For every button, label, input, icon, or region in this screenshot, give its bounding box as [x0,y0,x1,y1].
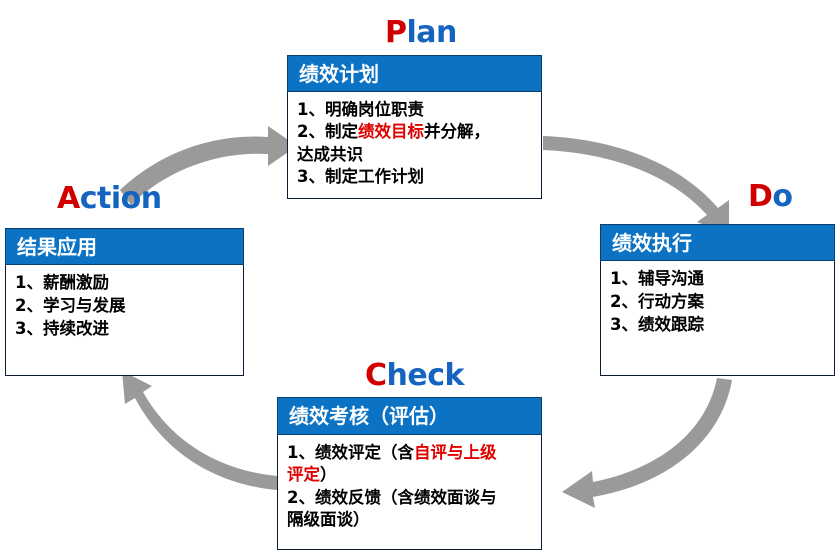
stage-box-item: 1、绩效评定（含自评与上级 [287,442,535,463]
stage-label-check-rest: heck [386,358,465,393]
stage-box-item: 1、薪酬激励 [15,272,237,294]
item-text: 3、制定工作计划 [297,167,424,187]
stage-box-item: 2、学习与发展 [15,295,237,317]
item-text: 3、持续改进 [15,318,109,338]
stage-label-do-lead: D [748,179,773,214]
stage-box-plan-header: 绩效计划 [287,55,542,92]
stage-label-do: Do [748,182,793,212]
stage-box-item: 达成共识 [297,144,535,165]
stage-label-do-rest: o [772,179,793,214]
stage-box-action: 结果应用 1、薪酬激励 2、学习与发展 3、持续改进 [5,228,244,376]
arrow-check-to-action [122,371,277,490]
highlighted-text: 绩效目标 [357,122,424,142]
stage-box-check-body: 1、绩效评定（含自评与上级评定）2、绩效反馈（含绩效面谈与隔级面谈） [277,435,542,550]
item-text: ） [320,465,337,485]
stage-label-plan: Plan [385,18,457,48]
stage-box-item: 3、制定工作计划 [297,166,535,187]
highlighted-text: 评定 [287,465,320,485]
item-text: 1、辅导沟通 [610,269,704,288]
stage-label-action-lead: A [57,181,80,216]
stage-box-check-header: 绩效考核（评估） [277,397,542,435]
stage-box-item: 2、绩效反馈（含绩效面谈与 [287,487,535,508]
arrow-plan-to-do [543,136,729,234]
stage-box-item: 隔级面谈） [287,509,535,530]
item-text: 2、学习与发展 [15,295,126,315]
item-text: 2、绩效反馈（含绩效面谈与 [287,487,497,507]
stage-box-item: 3、持续改进 [15,318,237,340]
highlighted-text: 自评与上级 [413,443,497,462]
item-text: 1、薪酬激励 [15,273,109,292]
stage-box-item: 1、明确岗位职责 [297,99,535,120]
arrow-do-to-check [562,378,732,508]
arrow-action-to-plan [120,126,297,205]
item-text: 1、绩效评定（含 [287,443,414,462]
stage-box-check: 绩效考核（评估） 1、绩效评定（含自评与上级评定）2、绩效反馈（含绩效面谈与隔级… [277,397,542,550]
stage-box-item: 1、辅导沟通 [610,268,828,290]
item-text: 并分解， [423,122,490,142]
stage-box-item: 评定） [287,464,535,485]
stage-label-plan-lead: P [385,15,407,50]
stage-label-check-lead: C [365,358,387,393]
stage-label-check: Check [365,361,464,391]
stage-box-item: 3、绩效跟踪 [610,314,828,336]
stage-label-action-rest: ction [79,181,162,216]
stage-box-do-body: 1、辅导沟通 2、行动方案 3、绩效跟踪 [600,261,835,376]
stage-box-action-body: 1、薪酬激励 2、学习与发展 3、持续改进 [5,265,244,376]
stage-label-plan-rest: lan [406,15,458,50]
stage-box-do-list: 1、辅导沟通 2、行动方案 3、绩效跟踪 [610,268,828,335]
item-text: 隔级面谈） [287,510,370,530]
item-text: 2、行动方案 [610,291,704,311]
item-text: 1、明确岗位职责 [297,100,424,119]
item-text: 3、绩效跟踪 [610,314,704,334]
stage-label-action: Action [57,184,162,214]
stage-box-do-header: 绩效执行 [600,224,835,261]
stage-box-item: 2、制定绩效目标并分解， [297,121,535,142]
stage-box-check-list: 1、绩效评定（含自评与上级评定）2、绩效反馈（含绩效面谈与隔级面谈） [287,442,535,531]
stage-box-item: 2、行动方案 [610,291,828,313]
item-text: 2、制定 [297,122,358,142]
stage-box-action-header: 结果应用 [5,228,244,265]
stage-box-action-list: 1、薪酬激励 2、学习与发展 3、持续改进 [15,272,237,339]
stage-box-do: 绩效执行 1、辅导沟通 2、行动方案 3、绩效跟踪 [600,224,835,376]
item-text: 达成共识 [297,144,363,164]
